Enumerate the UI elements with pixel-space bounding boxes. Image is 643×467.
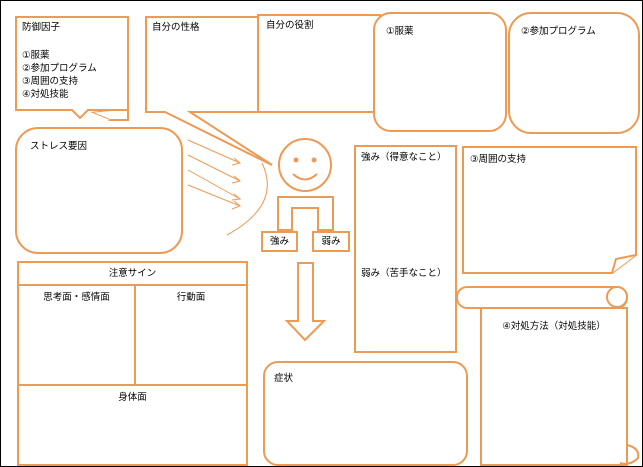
defense-factors-box [15,16,129,120]
warning-body-label: 身体面 [118,392,147,403]
person-eye-right [311,157,317,163]
stress-arrow-head [231,157,242,166]
person-eye-left [293,157,299,163]
support-label: ③周囲の支持 [470,154,527,165]
shield-arc [226,162,268,236]
role-box [257,14,381,113]
defense-factor-item: ②参加プログラム [22,63,97,74]
defense-factors-title: 防御因子 [22,22,61,33]
medication-label: ①服薬 [386,26,414,37]
medication-box [373,12,507,132]
symptoms-label: 症状 [274,373,294,384]
strengths-label: 強み（得意なこと） [361,152,447,163]
personality-label: 自分の性格 [152,22,200,33]
stress-arrow-line [187,139,241,164]
stress-label: ストレス要因 [30,141,88,152]
role-label: 自分の役割 [266,20,314,31]
weakness-tag-box [312,231,350,252]
coping-box [480,307,628,466]
down-arrow [284,262,327,342]
coping-scroll-roll [606,286,628,308]
coping-label: ④対処方法（対処技能） [502,321,606,332]
program-label: ②参加プログラム [521,26,596,37]
stress-arrow-head [231,200,241,210]
program-box [508,12,640,134]
stress-arrow-head [231,175,242,184]
person-head [278,138,332,192]
stress-arrow-line [187,154,241,182]
defense-factor-item: ③周囲の支持 [22,76,79,87]
stress-arrow-line [187,184,241,207]
strength-tag-box [261,231,298,252]
weakness-tag: 弱み [321,236,341,247]
stress-arrow-head [231,193,242,201]
strengths-weaknesses-box [354,145,457,353]
warning-signs-title: 注意サイン [108,268,157,279]
symptoms-box [263,361,468,466]
stress-arrow-line [187,169,241,200]
warning-behavior-label: 行動面 [176,292,206,303]
person-body [277,196,334,231]
warning-body-box [17,384,248,466]
stress-box [15,127,183,254]
coping-scroll-top [456,286,628,309]
coping-scroll-bottom [619,444,640,465]
weaknesses-label: 弱み（苦手なこと） [361,268,447,279]
defense-factor-item: ①服薬 [22,50,50,61]
person-mouth [292,173,318,181]
warning-thoughts-label: 思考面・感情面 [43,292,110,303]
defense-factor-item: ④対処技能 [22,89,69,100]
strength-tag: 強み [269,236,289,247]
support-page-curl [611,254,637,274]
